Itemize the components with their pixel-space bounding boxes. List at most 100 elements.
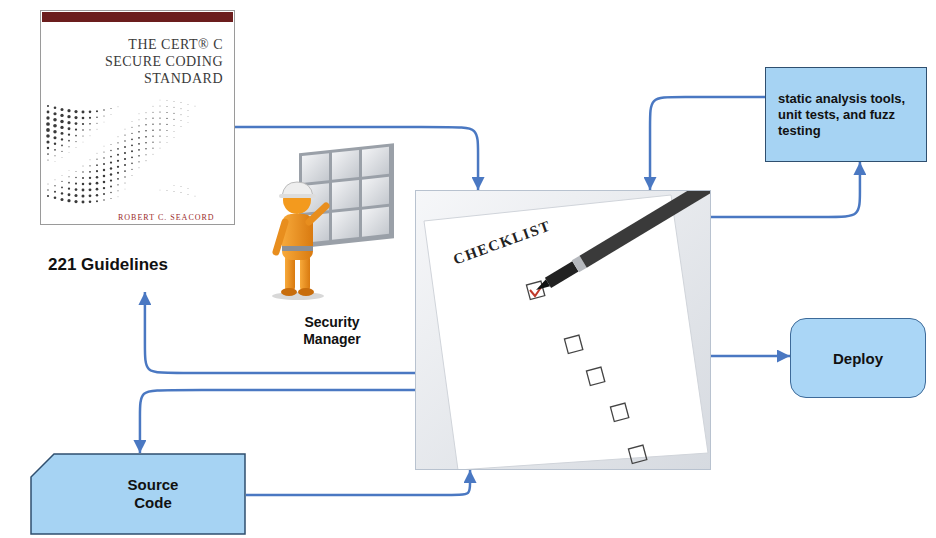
halftone-dot (110, 198, 111, 199)
halftone-dot (131, 169, 132, 170)
halftone-dot (67, 121, 70, 124)
halftone-dot (166, 190, 168, 192)
halftone-dot (187, 115, 189, 117)
halftone-dot (124, 158, 126, 160)
checkbox-group (526, 281, 646, 463)
halftone-dot (75, 171, 77, 173)
halftone-dot (110, 179, 112, 181)
author-name: ROBERT C. SEACORD (118, 213, 235, 222)
halftone-dot (166, 142, 168, 144)
halftone-dot (82, 171, 83, 172)
halftone-dot (159, 111, 160, 112)
halftone-dot (110, 156, 112, 158)
process-box: static analysis tools, unit tests, and f… (765, 67, 927, 162)
halftone-dot (124, 182, 126, 184)
flow-arrow (235, 127, 478, 190)
halftone-dot (145, 160, 147, 162)
pen-barrel (580, 191, 710, 268)
halftone-dot (152, 153, 154, 155)
flow-arrow (711, 162, 860, 217)
halftone-pattern (46, 100, 195, 204)
halftone-dot (82, 183, 85, 186)
halftone-dot (117, 148, 119, 150)
halftone-dot (180, 192, 182, 194)
hard-hat (282, 182, 313, 196)
pen-grip (545, 261, 579, 288)
halftone-dot (131, 174, 133, 176)
halftone-dot (131, 150, 133, 152)
halftone-dot (54, 185, 55, 186)
halftone-dot (103, 193, 105, 195)
halftone-dot (74, 116, 77, 119)
halftone-dot (124, 146, 126, 148)
security-manager-figure (272, 182, 326, 300)
halftone-dot (110, 186, 112, 188)
halftone-dot (89, 182, 92, 185)
halftone-dot (81, 194, 84, 197)
halftone-dot (68, 134, 70, 136)
terminal-box: Deploy (790, 318, 926, 398)
halftone-dot (117, 106, 119, 108)
halftone-dot (145, 136, 147, 138)
halftone-dot (89, 159, 91, 161)
connector-group (140, 97, 860, 495)
halftone-dot (124, 140, 126, 142)
halftone-dot (96, 123, 97, 124)
terminal-text: Deploy (833, 350, 883, 367)
halftone-dot (68, 182, 70, 184)
halftone-dot (61, 157, 63, 159)
halftone-dot (117, 166, 119, 168)
halftone-dot (82, 135, 83, 136)
halftone-dot (61, 192, 63, 194)
series-band (42, 12, 233, 22)
screen-panel (332, 210, 359, 240)
halftone-dot (180, 114, 182, 116)
halftone-dot (138, 125, 139, 126)
halftone-dot (67, 109, 70, 112)
halftone-dot (138, 167, 140, 169)
halftone-dot (166, 118, 167, 119)
halftone-dot (54, 161, 56, 163)
flow-arrow (140, 390, 415, 453)
halftone-dot (166, 130, 167, 131)
halftone-dot (60, 126, 63, 129)
halftone-dot (117, 178, 119, 180)
halftone-dot (110, 192, 111, 193)
halftone-dot (68, 170, 70, 172)
halftone-dot (138, 161, 139, 162)
role-label: Security Manager (282, 314, 382, 348)
halftone-dot (75, 122, 78, 125)
halftone-dot (53, 118, 57, 122)
halftone-dot (47, 183, 49, 185)
halftone-dot (159, 105, 161, 107)
halftone-dot (131, 163, 133, 165)
halftone-dot (159, 147, 161, 149)
halftone-dot (89, 194, 92, 197)
screen-panel (332, 180, 359, 210)
halftone-dot (60, 120, 63, 123)
halftone-dot (67, 199, 70, 202)
halftone-dot (46, 134, 50, 138)
halftone-dot (61, 132, 64, 135)
halftone-dot (138, 119, 140, 121)
halftone-dot (131, 127, 132, 128)
halftone-dot (61, 145, 63, 147)
halftone-dot (145, 130, 147, 132)
halftone-dot (68, 176, 69, 177)
halftone-dot (110, 167, 112, 169)
figure-shadow (272, 292, 324, 300)
halftone-dot (152, 129, 154, 131)
halftone-dot (74, 110, 77, 113)
flow-arrow (246, 470, 470, 495)
halftone-dot (54, 196, 57, 199)
halftone-dot (103, 169, 105, 171)
halftone-dot (75, 147, 77, 149)
flow-arrow (650, 97, 765, 190)
halftone-dot (103, 181, 106, 184)
halftone-dot (68, 140, 70, 142)
halftone-dot (103, 121, 105, 123)
halftone-dot (96, 152, 98, 154)
flow-arrow (145, 292, 415, 373)
halftone-dot (145, 142, 147, 144)
pen (532, 191, 710, 296)
